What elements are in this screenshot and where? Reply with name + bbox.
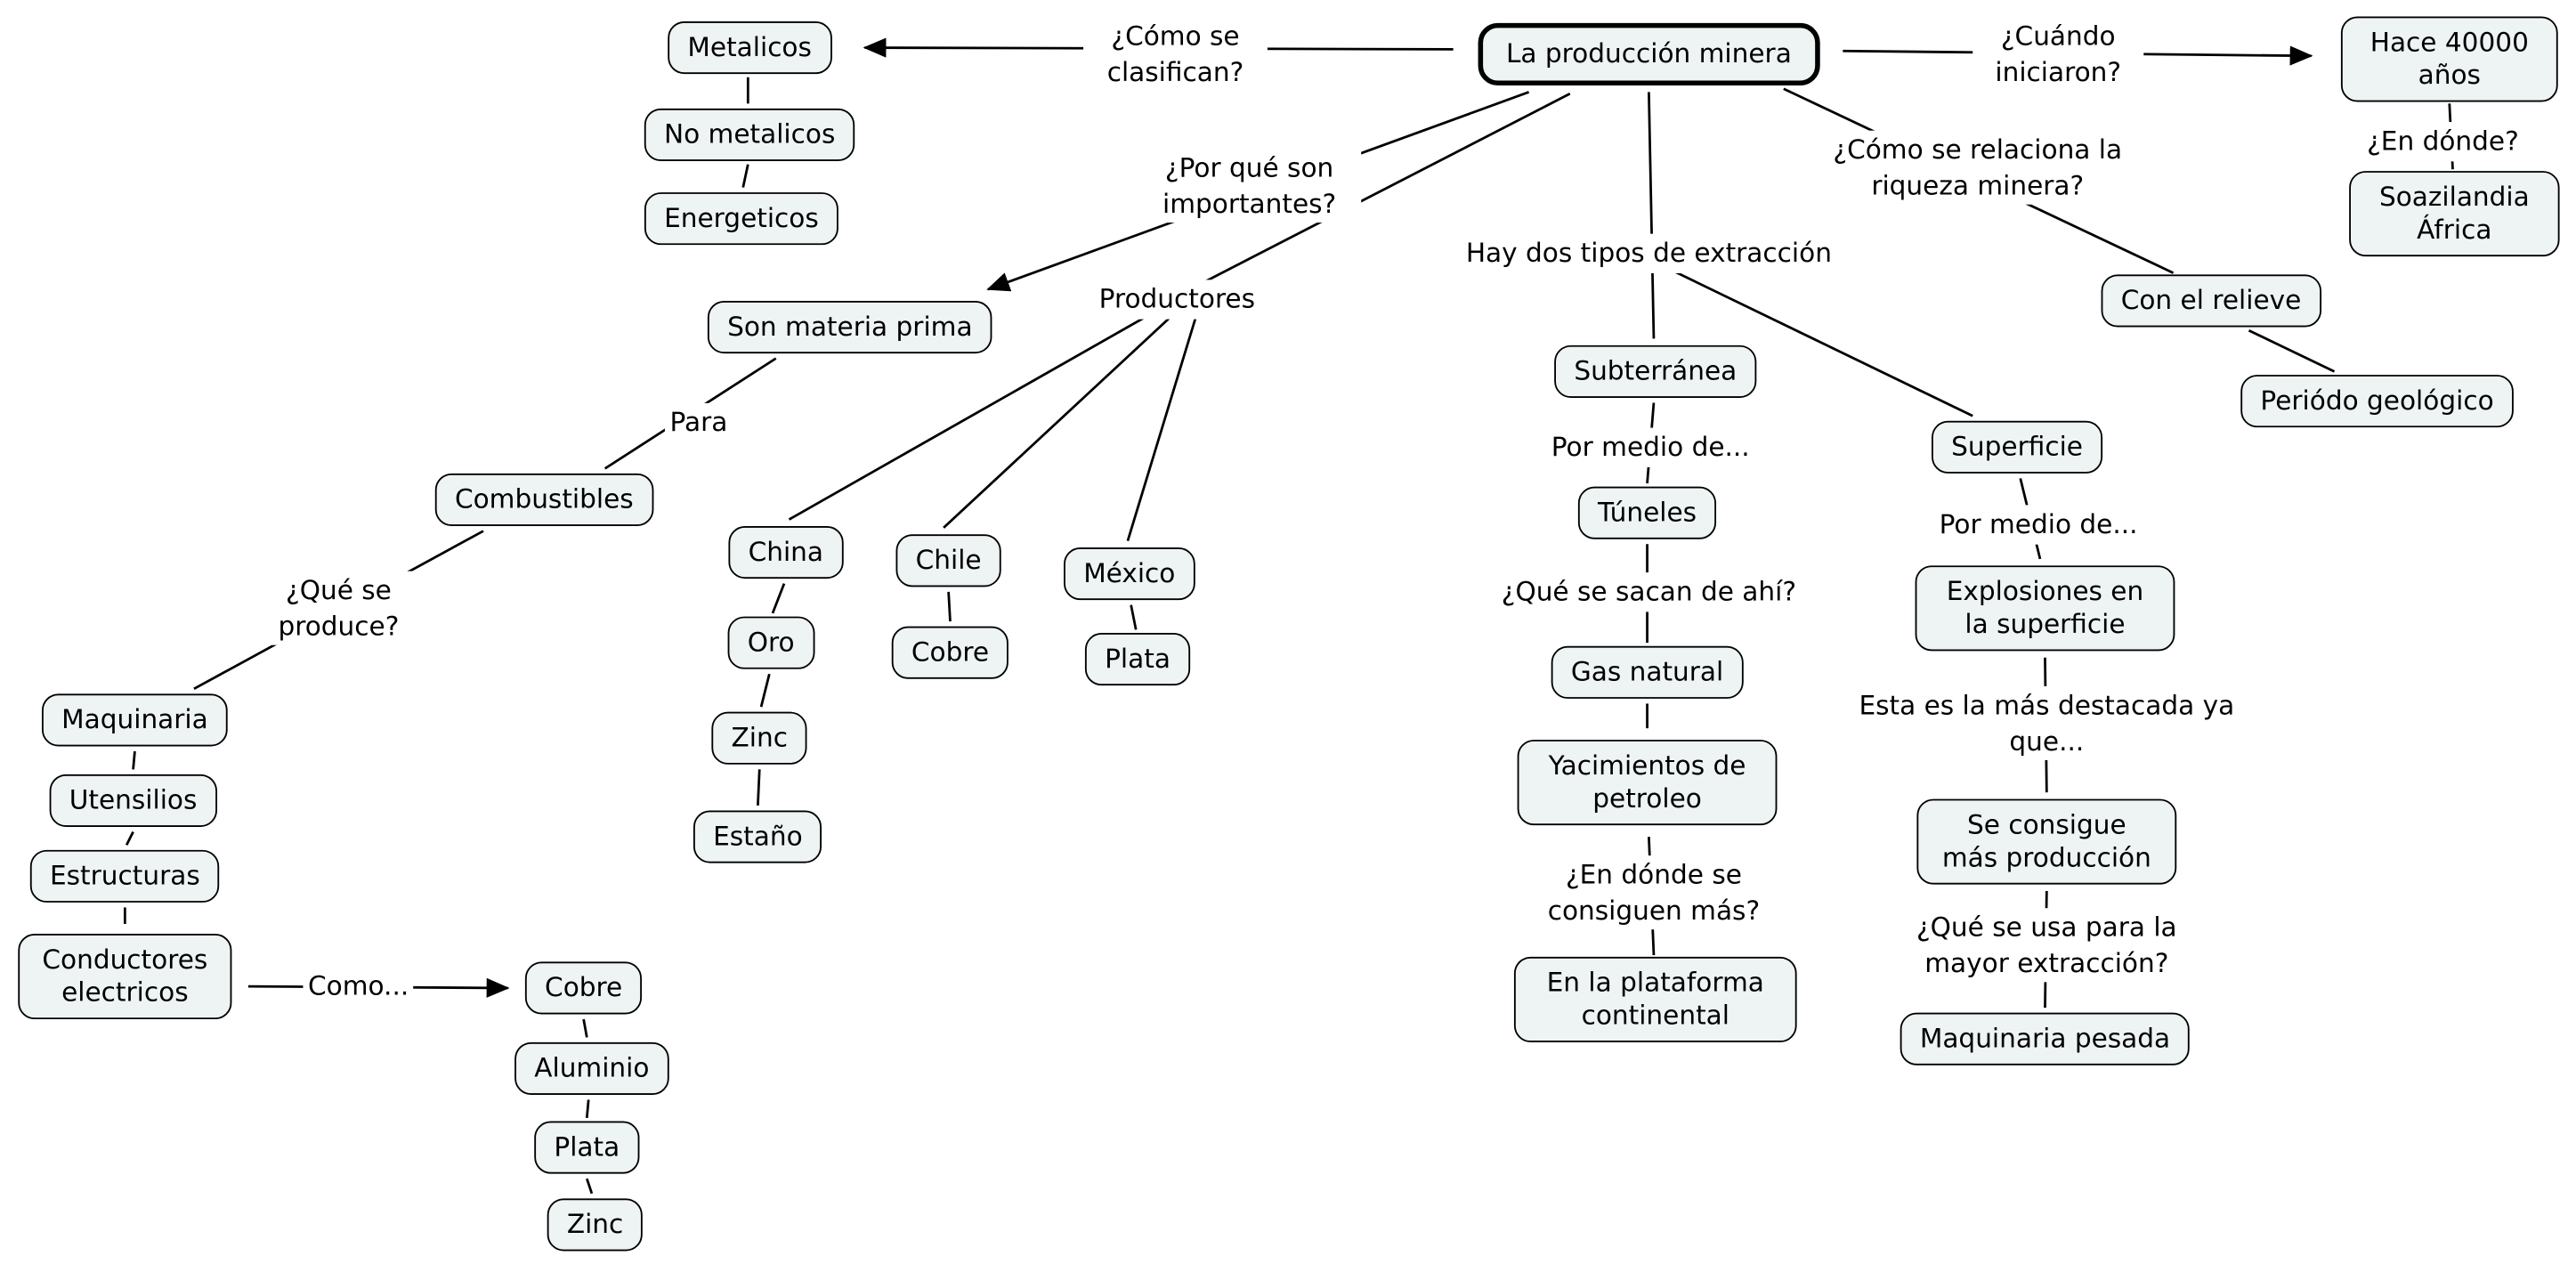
label-que-se-sacan: ¿Qué se sacan de ahí? — [1496, 572, 1802, 612]
node-plataforma-continental[interactable]: En la plataforma continental — [1513, 956, 1797, 1042]
connector-line — [1663, 264, 1973, 417]
connector-line — [125, 831, 134, 846]
node-zinc-1[interactable]: Zinc — [547, 1198, 644, 1252]
connector-line — [1648, 92, 1656, 339]
connector-line — [585, 1099, 590, 1118]
label-por-medio-2: Por medio de... — [1934, 505, 2143, 544]
node-son-materia-prima[interactable]: Son materia prima — [707, 300, 992, 354]
node-china[interactable]: China — [728, 525, 844, 579]
label-productores: Productores — [1094, 280, 1260, 319]
label-por-medio-1: Por medio de... — [1546, 427, 1755, 467]
label-en-donde-consiguen: ¿En dónde se consiguen más? — [1505, 855, 1802, 930]
connector-line — [943, 312, 1175, 529]
node-metalicos[interactable]: Metalicos — [668, 21, 832, 75]
node-cobre-1[interactable]: Cobre — [524, 961, 643, 1015]
connector-line — [1130, 604, 1138, 630]
connector-line — [1126, 313, 1198, 542]
label-como: Como... — [303, 967, 414, 1006]
node-no-metalicos[interactable]: No metalicos — [644, 108, 855, 161]
label-como-relaciona: ¿Cómo se relaciona la riqueza minera? — [1813, 130, 2143, 206]
connector-line — [947, 591, 952, 622]
node-maquinaria[interactable]: Maquinaria — [41, 693, 228, 747]
label-cuando-iniciaron: ¿Cuándo iniciaron? — [1973, 17, 2144, 92]
connector-line — [759, 673, 771, 708]
label-para: Para — [664, 402, 733, 442]
connector-line — [757, 769, 761, 806]
node-periodo-geologico[interactable]: Periódo geológico — [2240, 375, 2514, 428]
connector-line — [1183, 93, 1571, 294]
label-que-se-produce: ¿Qué se produce? — [253, 571, 425, 646]
node-maquinaria-pesada[interactable]: Maquinaria pesada — [1900, 1012, 2191, 1065]
connector-line — [771, 583, 786, 614]
connector-line — [2248, 328, 2336, 373]
node-gas-natural[interactable]: Gas natural — [1551, 645, 1744, 699]
node-estano[interactable]: Estaño — [693, 810, 822, 863]
label-mas-destacada: Esta es la más destacada ya que... — [1844, 685, 2249, 761]
node-aluminio[interactable]: Aluminio — [514, 1041, 669, 1096]
node-oro[interactable]: Oro — [727, 616, 814, 669]
connector-line — [586, 1178, 594, 1195]
node-conductores-electricos[interactable]: Conductores electricos — [18, 934, 232, 1020]
node-yacimientos-petroleo[interactable]: Yacimientos de petroleo — [1517, 740, 1778, 826]
node-zinc-2[interactable]: Zinc — [711, 711, 808, 765]
node-hace-40000-anos[interactable]: Hace 40000 años — [2340, 16, 2558, 102]
node-chile[interactable]: Chile — [895, 534, 1001, 587]
node-utensilios[interactable]: Utensilios — [49, 774, 217, 827]
node-soazilandia-africa[interactable]: Soazilandia África — [2349, 171, 2560, 257]
node-plata-1[interactable]: Plata — [534, 1121, 640, 1174]
connector-line — [132, 750, 136, 770]
node-superficie[interactable]: Superficie — [1932, 420, 2103, 474]
node-cobre-2[interactable]: Cobre — [891, 626, 1009, 679]
node-plata-2[interactable]: Plata — [1084, 633, 1191, 686]
label-por-que-importantes: ¿Por qué son importantes? — [1138, 148, 1362, 223]
node-se-consigue-mas[interactable]: Se consigue más producción — [1916, 798, 2177, 885]
node-energeticos[interactable]: Energeticos — [644, 192, 838, 246]
label-que-se-usa: ¿Qué se usa para la mayor extracción? — [1872, 908, 2222, 983]
label-en-donde: ¿En dónde? — [2361, 122, 2524, 161]
connector-line — [788, 312, 1152, 521]
node-explosiones-superficie[interactable]: Explosiones en la superficie — [1915, 565, 2175, 652]
node-la-produccion-minera[interactable]: La producción minera — [1478, 22, 1820, 86]
label-hay-dos-tipos: Hay dos tipos de extracción — [1461, 233, 1837, 273]
node-mexico[interactable]: México — [1064, 547, 1195, 601]
connector-line — [582, 1018, 588, 1038]
node-tuneles[interactable]: Túneles — [1577, 486, 1717, 539]
node-combustibles[interactable]: Combustibles — [434, 473, 653, 526]
node-con-el-relieve[interactable]: Con el relieve — [2101, 274, 2321, 328]
label-como-clasifican: ¿Cómo se clasifican? — [1083, 17, 1268, 92]
node-subterranea[interactable]: Subterránea — [1554, 344, 1757, 398]
connector-line — [741, 164, 749, 188]
node-estructuras[interactable]: Estructuras — [29, 849, 220, 903]
